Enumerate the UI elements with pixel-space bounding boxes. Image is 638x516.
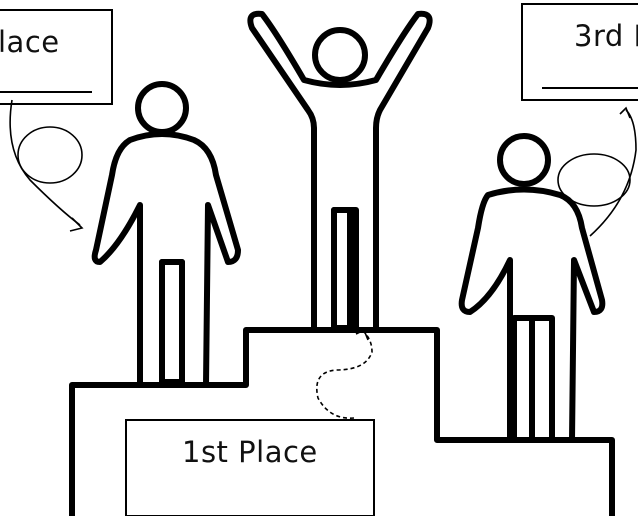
arrow-icon-right xyxy=(558,108,636,236)
second-place-label: lace xyxy=(0,10,112,104)
first-place-text: 1st Place xyxy=(182,435,318,469)
second-place-text: lace xyxy=(0,25,60,59)
third-place-text: 3rd P xyxy=(574,19,638,53)
third-place-label: 3rd P xyxy=(522,4,638,100)
arrow-icon-left xyxy=(10,100,82,231)
first-place-label: 1st Place xyxy=(126,420,374,516)
person-icon-second xyxy=(95,84,238,385)
person-icon-third xyxy=(462,136,603,440)
person-icon-first xyxy=(250,14,429,330)
arrow-icon-center xyxy=(317,330,372,418)
